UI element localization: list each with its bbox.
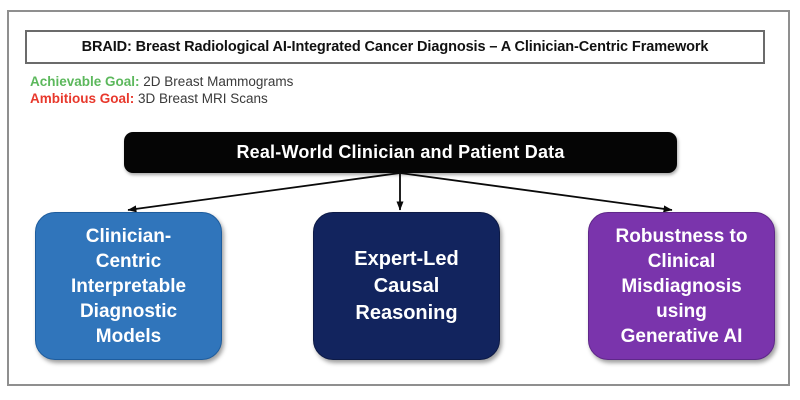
branch-label-causal: Expert-Led Causal Reasoning <box>354 247 459 324</box>
branch-label-robustness: Robustness to Clinical Misdiagnosis usin… <box>615 225 748 347</box>
root-node-label: Real-World Clinician and Patient Data <box>236 142 565 162</box>
goals-list: Achievable Goal: 2D Breast Mammograms Am… <box>30 73 530 107</box>
figure-title-box: BRAID: Breast Radiological AI-Integrated… <box>25 30 765 64</box>
branch-box-causal: Expert-Led Causal Reasoning <box>313 212 500 360</box>
goal-achievable-label: Achievable Goal: <box>30 74 140 89</box>
goal-ambitious-label: Ambitious Goal: <box>30 91 135 106</box>
branch-label-interpretable: Clinician- Centric Interpretable Diagnos… <box>70 225 187 347</box>
goal-achievable: Achievable Goal: 2D Breast Mammograms <box>30 73 530 90</box>
root-node-real-world-data: Real-World Clinician and Patient Data <box>124 132 677 173</box>
figure-title-text: BRAID: Breast Radiological AI-Integrated… <box>81 39 709 55</box>
branch-box-robustness: Robustness to Clinical Misdiagnosis usin… <box>588 212 775 360</box>
goal-achievable-value: 2D Breast Mammograms <box>139 74 294 89</box>
goal-ambitious-value: 3D Breast MRI Scans <box>134 91 268 106</box>
goal-ambitious: Ambitious Goal: 3D Breast MRI Scans <box>30 90 530 107</box>
branch-box-interpretable: Clinician- Centric Interpretable Diagnos… <box>35 212 222 360</box>
